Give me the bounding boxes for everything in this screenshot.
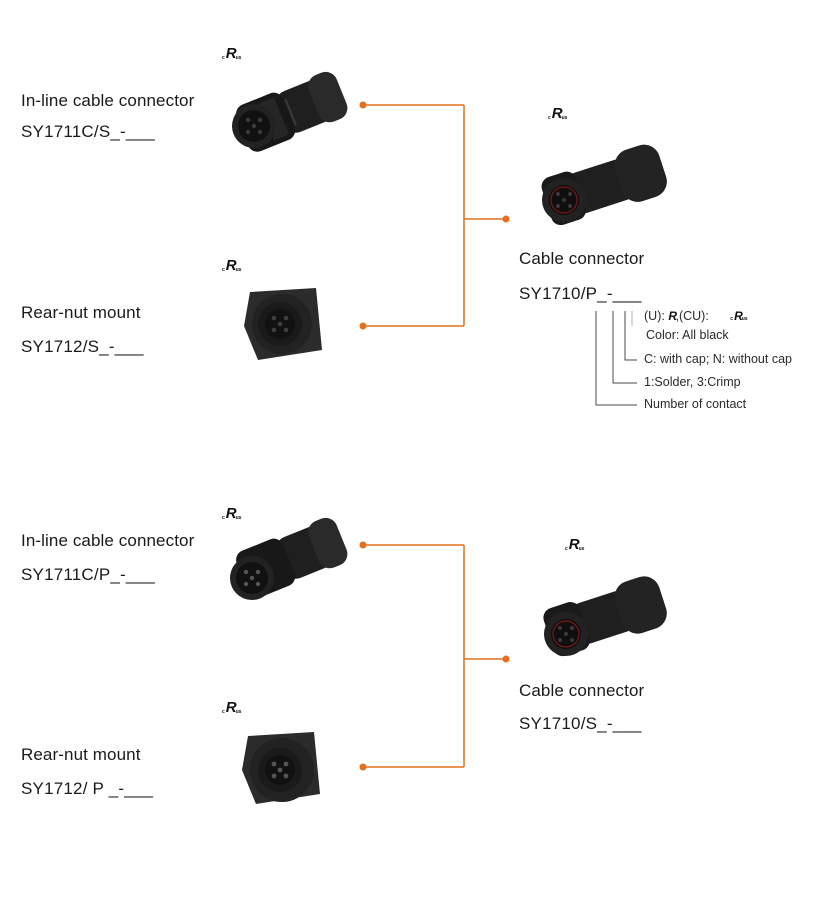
ul-recognized-icon: R <box>668 309 677 323</box>
dot-rear-top <box>359 322 367 330</box>
legend-cap: C: with cap; N: without cap <box>644 352 792 366</box>
cable-connector-code: SY1710/S_-___ <box>519 714 642 733</box>
dot-inline-top <box>359 101 367 109</box>
inline-connector-title: In-line cable connector <box>21 531 195 550</box>
rear-mount-title: Rear-nut mount <box>21 303 141 322</box>
cable-connector-socket-image <box>543 576 667 657</box>
legend-color: Color: All black <box>646 328 729 342</box>
inline-connector-title: In-line cable connector <box>21 91 195 110</box>
legend-contacts: Number of contact <box>644 397 747 411</box>
rear-mount-code: SY1712/S_-___ <box>21 337 144 356</box>
top-group-wires <box>359 101 510 330</box>
cable-connector-plug-image <box>541 144 667 226</box>
bottom-group-wires <box>359 541 510 771</box>
cable-connector-title: Cable connector <box>519 681 645 700</box>
inline-connector-plug-image <box>230 517 348 600</box>
cable-connector-code: SY1710/P_-___ <box>519 284 642 303</box>
rear-mount-title: Rear-nut mount <box>21 745 141 764</box>
part-code-brackets <box>595 311 637 406</box>
inline-connector-code: SY1711C/S_-___ <box>21 122 155 141</box>
dot-target-top <box>502 215 510 223</box>
dot-rear-bottom <box>359 763 367 771</box>
inline-connector-socket-image <box>232 71 348 152</box>
legend-termination: 1:Solder, 3:Crimp <box>644 375 741 389</box>
rear-mount-plug-image <box>242 732 320 804</box>
rear-mount-code: SY1712/ P _-___ <box>21 779 154 798</box>
dot-inline-bottom <box>359 541 367 549</box>
bracket-cap <box>624 311 637 361</box>
dot-target-bottom <box>502 655 510 663</box>
rear-mount-socket-image <box>244 288 322 360</box>
bracket-termination <box>612 311 637 384</box>
inline-connector-code: SY1711C/P_-___ <box>21 565 155 584</box>
bracket-contacts <box>595 311 637 406</box>
cable-connector-title: Cable connector <box>519 249 645 268</box>
